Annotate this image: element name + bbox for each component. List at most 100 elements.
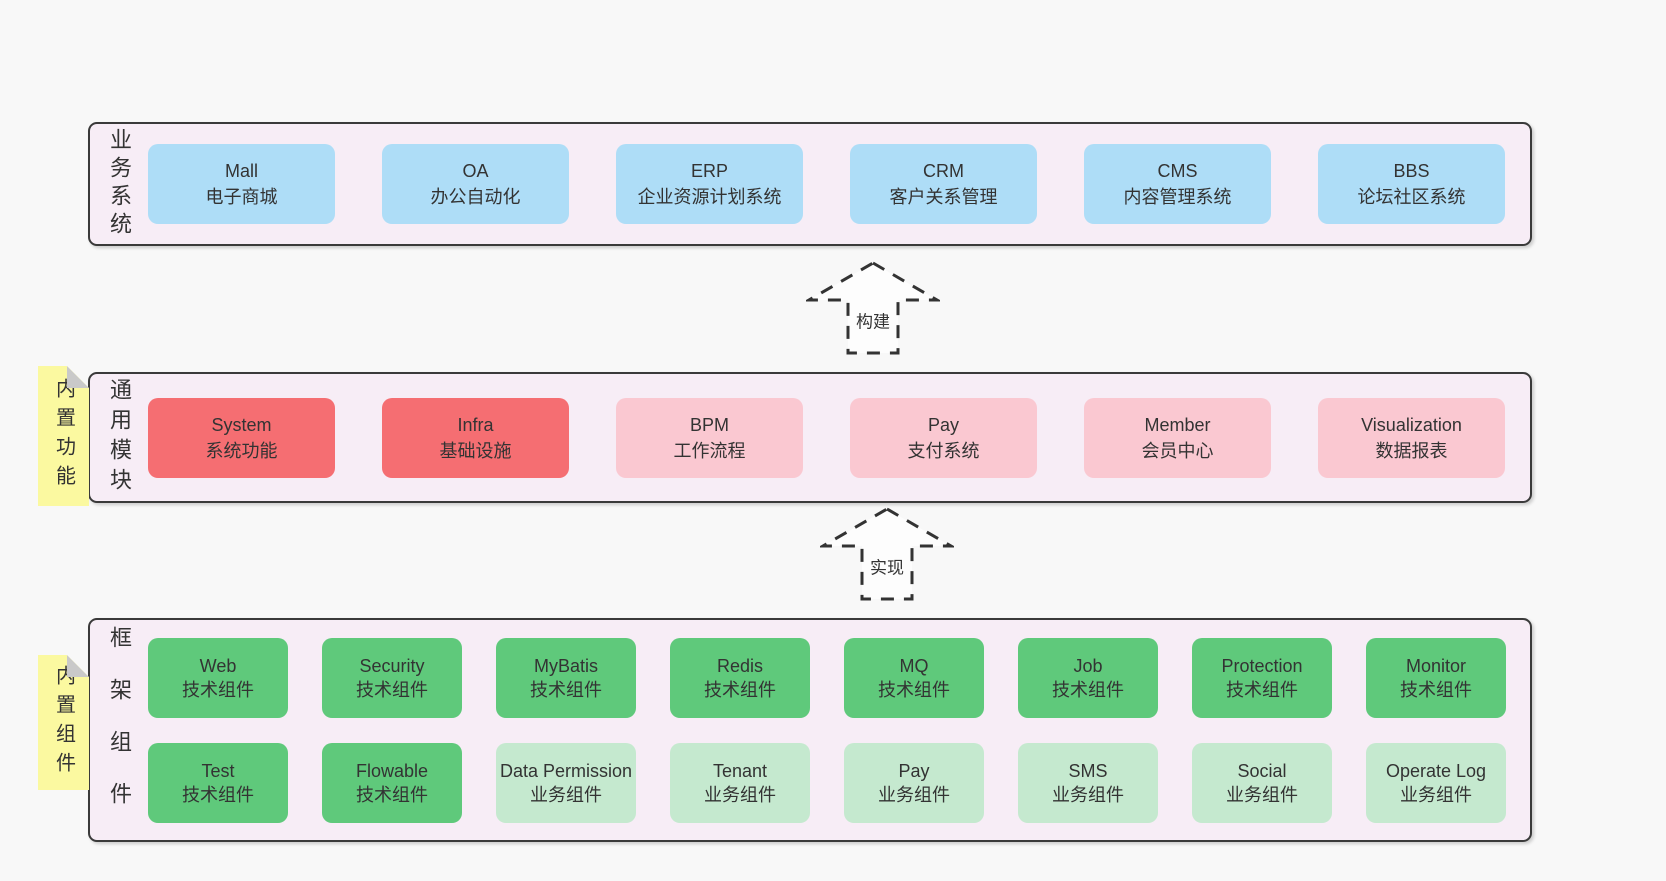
box-title: CMS	[1157, 161, 1198, 181]
box-crm: CRM 客户关系管理	[850, 144, 1037, 224]
build-arrow-label: 构建	[853, 307, 893, 333]
box-title: Web	[199, 655, 237, 676]
box-title: Visualization	[1361, 414, 1462, 435]
box-subtitle: 技术组件	[182, 784, 254, 805]
framework-row-1: Web 技术组件 Security 技术组件 MyBatis 技术组件 Redi…	[148, 637, 1512, 718]
common-modules-row: System 系统功能 Infra 基础设施 BPM 工作流程 Pay 支付系统…	[148, 374, 1530, 501]
box-subtitle: 技术组件	[704, 679, 776, 700]
box-data-permission: Data Permission 业务组件	[496, 742, 636, 823]
box-title: SMS	[1068, 760, 1108, 781]
box-sms: SMS 业务组件	[1018, 742, 1158, 823]
box-title: Operate Log	[1385, 760, 1487, 781]
box-operate-log: Operate Log 业务组件	[1366, 742, 1506, 823]
box-bbs: BBS 论坛社区系统	[1318, 144, 1505, 224]
box-bpm: BPM 工作流程	[616, 397, 803, 478]
box-erp: ERP 企业资源计划系统	[616, 144, 803, 224]
box-tenant: Tenant 业务组件	[670, 742, 810, 823]
box-pay: Pay 支付系统	[850, 397, 1037, 478]
box-title: Infra	[457, 414, 494, 435]
box-title: Data Permission	[499, 760, 633, 781]
box-subtitle: 技术组件	[182, 679, 254, 700]
box-subtitle: 技术组件	[356, 784, 428, 805]
box-redis: Redis 技术组件	[670, 637, 810, 718]
box-title: Flowable	[355, 760, 429, 781]
box-subtitle: 技术组件	[1052, 679, 1124, 700]
panel-label-text: 框架组件	[107, 626, 132, 834]
box-subtitle: 支付系统	[907, 440, 980, 461]
box-subtitle: 技术组件	[1226, 679, 1298, 700]
box-subtitle: 技术组件	[1400, 679, 1472, 700]
box-subtitle: 内容管理系统	[1123, 187, 1232, 207]
box-title: Test	[201, 760, 235, 781]
folded-corner-icon	[67, 366, 89, 388]
common-modules-panel: 通用模块 System 系统功能 Infra 基础设施 BPM 工作流程 Pay…	[88, 372, 1532, 503]
business-systems-panel-label: 业务系统	[90, 124, 148, 244]
box-subtitle: 业务组件	[1226, 784, 1298, 805]
box-title: Tenant	[712, 760, 768, 781]
box-subtitle: 业务组件	[530, 784, 602, 805]
box-flowable: Flowable 技术组件	[322, 742, 462, 823]
box-mall: Mall 电子商城	[148, 144, 335, 224]
box-title: ERP	[690, 161, 728, 181]
folded-corner-icon	[67, 655, 89, 677]
common-modules-panel-label: 通用模块	[90, 374, 148, 501]
note-text: 内置组件	[52, 664, 75, 781]
box-subtitle: 企业资源计划系统	[637, 187, 782, 207]
framework-row-2: Test 技术组件 Flowable 技术组件 Data Permission …	[148, 742, 1512, 823]
implement-arrow: 实现	[820, 506, 954, 602]
box-title: MyBatis	[533, 655, 598, 676]
box-title: System	[211, 414, 272, 435]
box-title: Monitor	[1405, 655, 1467, 676]
box-subtitle: 工作流程	[673, 440, 746, 461]
built-in-features-note: 内置功能	[38, 366, 89, 506]
box-title: Protection	[1221, 655, 1303, 676]
box-oa: OA 办公自动化	[382, 144, 569, 224]
box-title: OA	[462, 161, 489, 181]
box-subtitle: 业务组件	[878, 784, 950, 805]
note-text: 内置功能	[52, 378, 75, 494]
box-title: BBS	[1393, 161, 1430, 181]
box-title: Security	[359, 655, 425, 676]
box-subtitle: 电子商城	[205, 187, 278, 207]
box-web: Web 技术组件	[148, 637, 288, 718]
box-title: Pay	[927, 414, 960, 435]
box-visualization: Visualization 数据报表	[1318, 397, 1505, 478]
business-systems-panel: 业务系统 Mall 电子商城 OA 办公自动化 ERP 企业资源计划系统 CRM…	[88, 122, 1532, 246]
box-subtitle: 论坛社区系统	[1357, 187, 1466, 207]
box-title: Member	[1144, 414, 1211, 435]
box-subtitle: 业务组件	[704, 784, 776, 805]
framework-components-grid: Web 技术组件 Security 技术组件 MyBatis 技术组件 Redi…	[148, 620, 1530, 840]
box-subtitle: 基础设施	[439, 440, 512, 461]
panel-label-text: 通用模块	[107, 377, 132, 498]
box-title: Pay	[898, 760, 930, 781]
box-member: Member 会员中心	[1084, 397, 1271, 478]
box-protection: Protection 技术组件	[1192, 637, 1332, 718]
box-mq: MQ 技术组件	[844, 637, 984, 718]
box-job: Job 技术组件	[1018, 637, 1158, 718]
box-subtitle: 技术组件	[356, 679, 428, 700]
framework-components-panel-label: 框架组件	[90, 620, 148, 840]
framework-components-panel: 框架组件 Web 技术组件 Security 技术组件 MyBatis 技术组件…	[88, 618, 1532, 842]
box-infra: Infra 基础设施	[382, 397, 569, 478]
box-security: Security 技术组件	[322, 637, 462, 718]
box-subtitle: 业务组件	[1052, 784, 1124, 805]
box-title: MQ	[899, 655, 929, 676]
box-title: Social	[1237, 760, 1287, 781]
box-subtitle: 技术组件	[878, 679, 950, 700]
box-subtitle: 客户关系管理	[889, 187, 998, 207]
box-pay-biz: Pay 业务组件	[844, 742, 984, 823]
box-subtitle: 技术组件	[530, 679, 602, 700]
box-subtitle: 办公自动化	[430, 187, 521, 207]
box-subtitle: 系统功能	[205, 440, 278, 461]
built-in-components-note: 内置组件	[38, 655, 89, 790]
panel-label-text: 业务系统	[107, 128, 132, 240]
box-subtitle: 会员中心	[1141, 440, 1214, 461]
build-arrow: 构建	[806, 260, 940, 356]
box-system: System 系统功能	[148, 397, 335, 478]
box-title: Redis	[716, 655, 764, 676]
box-test: Test 技术组件	[148, 742, 288, 823]
box-monitor: Monitor 技术组件	[1366, 637, 1506, 718]
box-title: CRM	[923, 161, 964, 181]
box-social: Social 业务组件	[1192, 742, 1332, 823]
box-subtitle: 业务组件	[1400, 784, 1472, 805]
